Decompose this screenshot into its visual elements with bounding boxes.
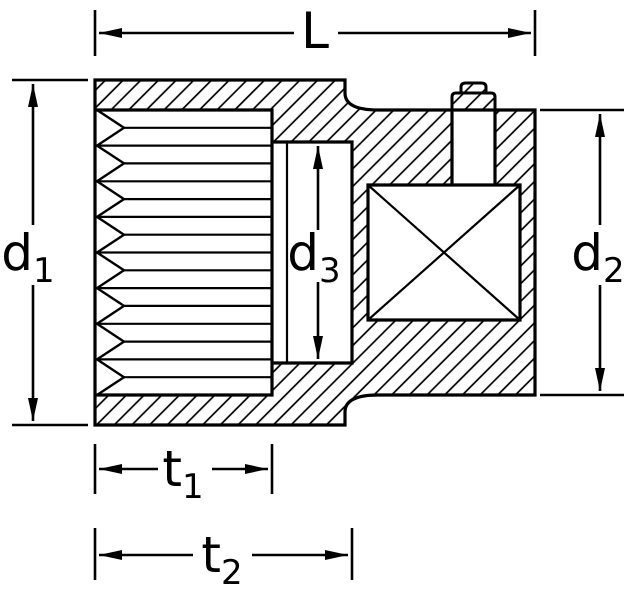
label-background (294, 4, 338, 54)
socket-body (93, 78, 537, 427)
spline-ridge-lines (97, 126, 272, 379)
dimension-d3: d3 (287, 146, 341, 359)
dimension-d2: d2 (540, 108, 625, 397)
square-drive-cross (367, 184, 521, 321)
detent-pin-base (450, 91, 497, 112)
dimension-t1: t1 (93, 440, 274, 507)
dimension-label-L: L (301, 2, 329, 60)
socket-body-section (93, 78, 537, 427)
dimension-t2: t2 (93, 526, 354, 593)
detent-pin (450, 81, 497, 112)
dimension-label-t2: t2 (201, 526, 242, 593)
dimension-label-d2: d2 (571, 224, 624, 291)
dimension-label-d1: d1 (1, 224, 54, 291)
dimension-d1: d1 (1, 78, 88, 427)
dimension-label-d3: d3 (287, 224, 340, 291)
dimension-label-t1: t1 (162, 440, 203, 507)
detent-pin-tip (459, 81, 488, 95)
dimension-L: L (93, 2, 537, 60)
